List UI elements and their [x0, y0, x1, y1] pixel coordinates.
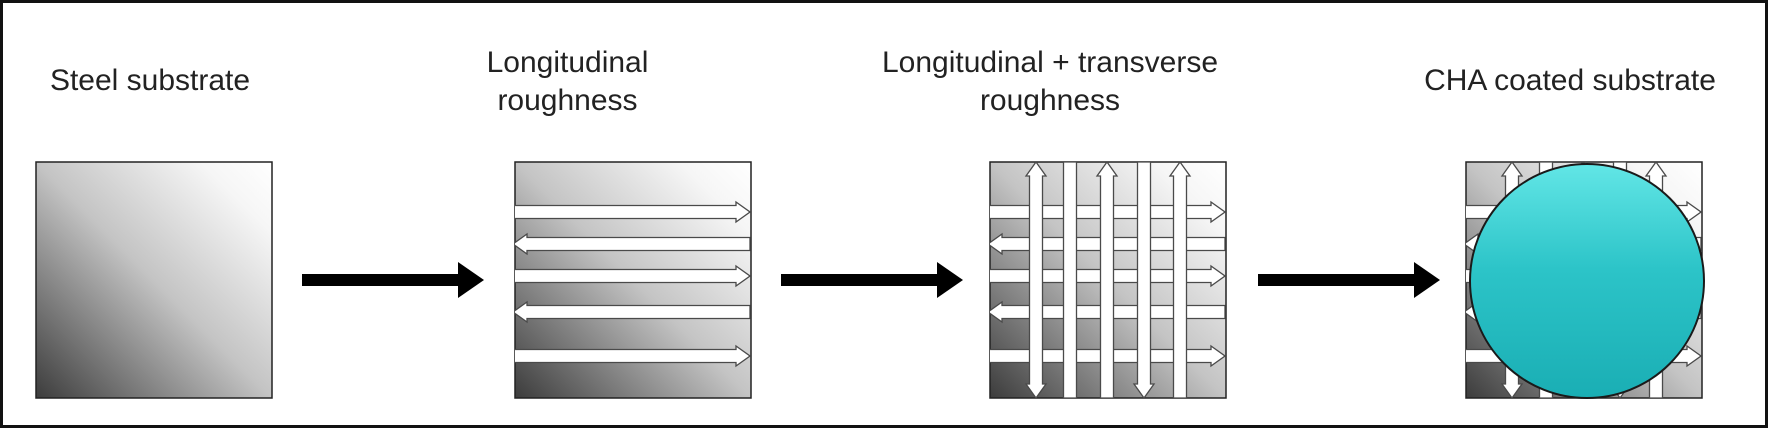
label-steel-substrate: Steel substrate	[49, 64, 251, 97]
crosshatch-vertical-groove-arrow-5	[1168, 162, 1192, 398]
crosshatch-vertical-groove-arrow-1	[1024, 162, 1048, 398]
label-cha-coated-substrate: CHA coated substrate	[1424, 64, 1716, 97]
label-longitudinal-transverse-line2: roughness	[979, 84, 1121, 117]
longitudinal-groove-arrow-5	[515, 344, 751, 368]
label-longitudinal-roughness: Longitudinal roughness	[460, 44, 675, 120]
label-longitudinal-roughness-line1: Longitudinal	[486, 46, 649, 79]
process-arrow-2	[781, 262, 963, 298]
longitudinal-groove-arrow-2	[515, 232, 751, 256]
longitudinal-groove-arrow-4	[515, 300, 751, 324]
label-longitudinal-transverse-line1: Longitudinal + transverse	[881, 46, 1219, 79]
label-longitudinal-transverse-roughness: Longitudinal + transverse roughness	[860, 44, 1240, 120]
process-arrow-3	[1258, 262, 1440, 298]
longitudinal-groove-arrow-1	[515, 200, 751, 224]
label-longitudinal-roughness-line2: roughness	[497, 84, 638, 117]
steel-substrate-square	[35, 161, 273, 399]
crosshatch-vertical-groove-arrow-3	[1095, 162, 1119, 398]
process-arrow-1	[302, 262, 484, 298]
crosshatch-grooves	[990, 162, 1226, 398]
longitudinal-grooves	[515, 200, 751, 368]
longitudinal-groove-arrow-3	[515, 264, 751, 288]
crosshatch-vertical-groove-arrow-4	[1132, 162, 1156, 398]
cha-coating-circle	[1469, 163, 1705, 399]
crosshatch-vertical-groove-arrow-2	[1062, 162, 1078, 398]
